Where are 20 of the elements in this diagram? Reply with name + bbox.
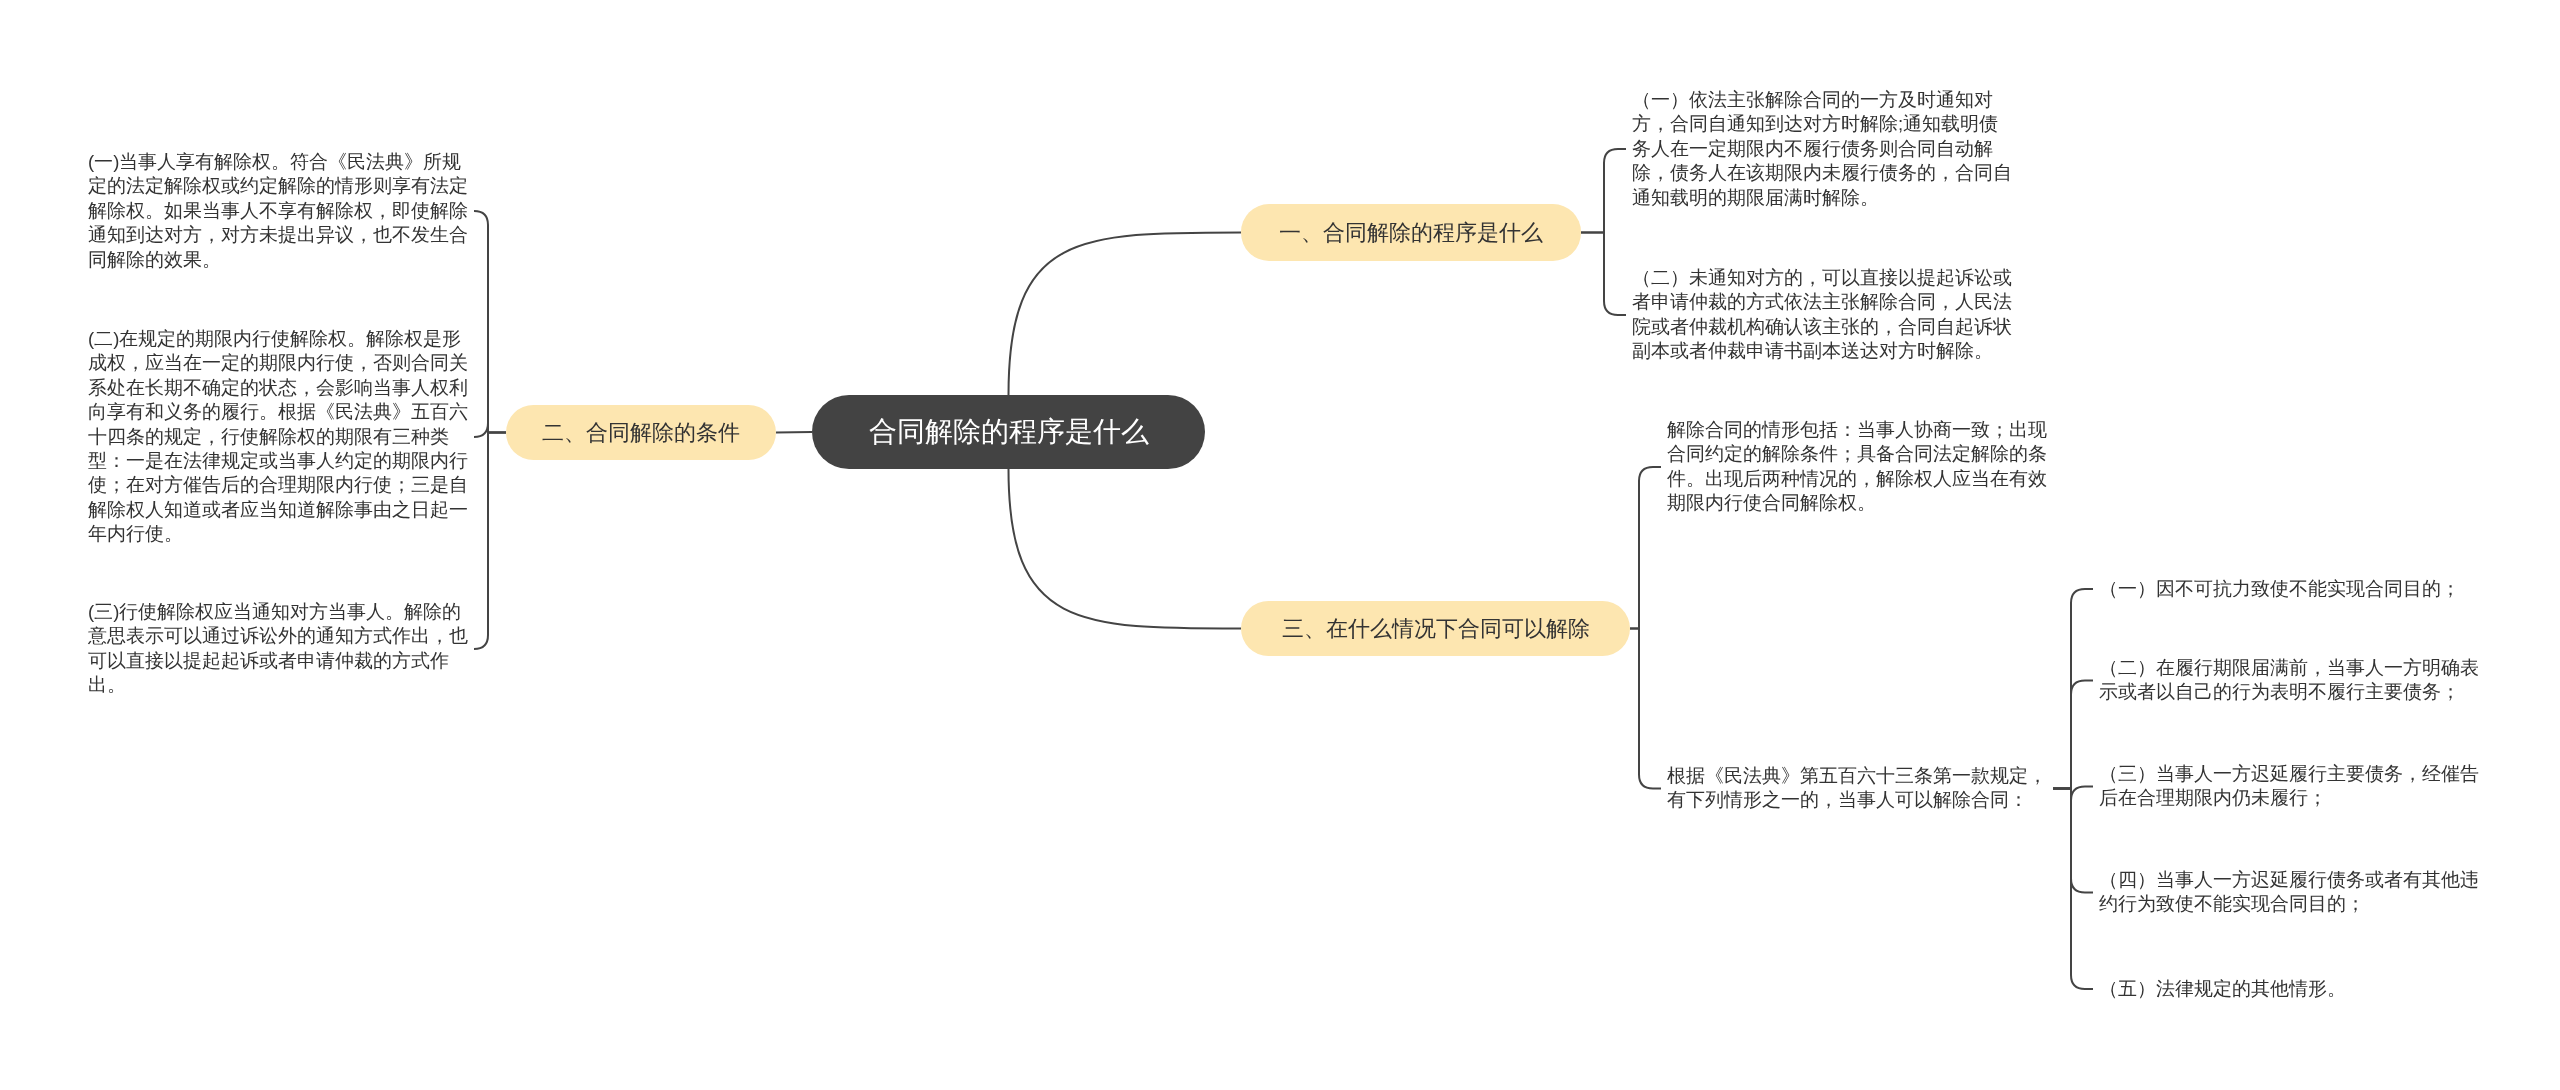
topic-box: 一、合同解除的程序是什么 — [1241, 204, 1581, 261]
note-text: 根据《民法典》第五百六十三条第一款规定，有下列情形之一的，当事人可以解除合同： — [1661, 762, 2053, 815]
central-topic-box: 合同解除的程序是什么 — [812, 395, 1205, 469]
note-text: 解除合同的情形包括：当事人协商一致；出现合同约定的解除条件；具备合同法定解除的条件。出现后两种情况的，解除权人应当在有效期限内行使合同解除权。 — [1661, 416, 2053, 518]
note-text: （一）因不可抗力致使不能实现合同目的； — [2093, 575, 2503, 604]
note-text: (二)在规定的期限内行使解除权。解除权是形成权，应当在一定的期限内行使，否则合同关系处在长期不确定的状态，会影响当事人权利向享有和义务的履行。根据《民法典》五百六十四条的规定，行使解除权的期限有三种类型：一是在法律规定或当事人约定的期限内行使；在对方催告后的合理期限内行使；三是自解除权人知道或者应当知道解除事由之日起一年内行使。 — [82, 325, 474, 549]
topic-box: 三、在什么情况下合同可以解除 — [1241, 601, 1630, 656]
note-text: (一)当事人享有解除权。符合《民法典》所规定的法定解除权或约定解除的情形则享有法定解除权。如果当事人不享有解除权，即使解除通知到达对方，对方未提出异议，也不发生合同解除的效果。 — [82, 148, 474, 275]
connector-line — [775, 431, 813, 434]
note-text: （五）法律规定的其他情形。 — [2093, 975, 2503, 1004]
note-text: （二）在履行期限届满前，当事人一方明确表示或者以自己的行为表明不履行主要债务； — [2093, 654, 2503, 707]
note-text: （三）当事人一方迟延履行主要债务，经催告后在合理期限内仍未履行； — [2093, 760, 2503, 813]
note-text: （一）依法主张解除合同的一方及时通知对方，合同自通知到达对方时解除;通知载明债务人在一定期限内不履行债务则合同自动解除，债务人在该期限内未履行债务的，合同自通知载明的期限届满时解除。 — [1626, 86, 2018, 213]
connector-line — [473, 431, 507, 650]
note-text: （二）未通知对方的，可以直接以提起诉讼或者申请仲裁的方式依法主张解除合同，人民法院或者仲裁机构确认该主张的，合同自起诉状副本或者仲裁申请书副本送达对方时解除。 — [1626, 264, 2018, 366]
connector-line — [1007, 468, 1242, 630]
connector-line — [1007, 231, 1242, 396]
note-text: (三)行使解除权应当通知对方当事人。解除的意思表示可以通过诉讼外的通知方式作出，也可以直接以提起起诉或者申请仲裁的方式作出。 — [82, 598, 474, 700]
note-text: （四）当事人一方迟延履行债务或者有其他违约行为致使不能实现合同目的； — [2093, 866, 2503, 919]
topic-box: 二、合同解除的条件 — [506, 405, 776, 460]
